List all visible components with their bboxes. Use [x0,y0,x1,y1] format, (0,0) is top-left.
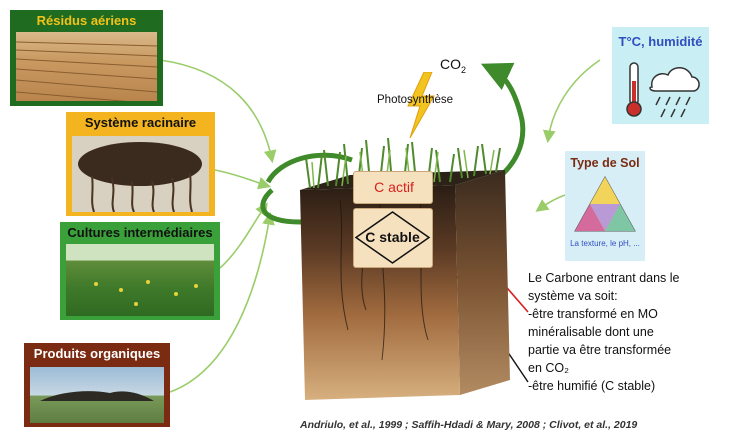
cultures-title: Cultures intermédiaires [60,224,220,242]
weather-icon [622,57,702,121]
c-stable-box: C stable [353,208,433,268]
co2-subscript: 2 [461,65,466,75]
cultures-photo [66,244,214,316]
photosynthese-label: Photosynthèse [377,92,453,109]
arrow-soil [538,195,565,210]
field-stubble-image [16,32,157,101]
description-line-4: minéralisable dont une [528,324,654,341]
rain-cloud-icon [650,68,699,117]
manure-heap-image [30,367,164,423]
residus-title: Résidus aériens [10,12,163,30]
texture-triangle-icon [573,175,637,235]
citation: Andriulo, et al., 1999 ; Saffih-Hdadi & … [300,419,730,431]
soil-type-panel: Type de Sol La texture, le pH, ... [565,151,645,261]
arrow-cultures [220,205,266,268]
description-line-3: -être transformé en MO [528,306,658,323]
arrow-climate [548,60,600,140]
description-line-6: en CO₂ [528,360,569,377]
description-line-7: -être humifié (C stable) [528,378,655,395]
produits-photo [30,367,164,423]
c-actif-box: C actif [353,171,433,204]
cover-crop-image [66,244,214,316]
soil-type-caption: La texture, le pH, ... [565,239,645,248]
racinaire-panel: Système racinaire [66,112,215,216]
co2-text: CO [440,56,461,72]
produits-panel: Produits organiques [24,343,170,427]
c-stable-label: C stable [354,229,431,245]
description-line-2: système va soit: [528,288,618,305]
c-actif-label: C actif [354,179,434,195]
climate-panel: T°C, humidité [612,27,709,124]
climate-title: T°C, humidité [612,33,709,51]
description-line-5: partie va être transformée [528,342,671,359]
roots-image [72,136,209,212]
co2-label: CO2 [440,56,466,79]
residus-panel: Résidus aériens [10,10,163,106]
description-line-1: Le Carbone entrant dans le [528,270,680,287]
racinaire-photo [72,136,209,212]
produits-title: Produits organiques [24,345,170,363]
cultures-panel: Cultures intermédiaires [60,222,220,320]
residus-photo [16,32,157,101]
soil-type-title: Type de Sol [565,154,645,172]
racinaire-title: Système racinaire [66,114,215,132]
thermometer-icon [627,63,641,116]
arrow-racinaire [215,170,268,186]
